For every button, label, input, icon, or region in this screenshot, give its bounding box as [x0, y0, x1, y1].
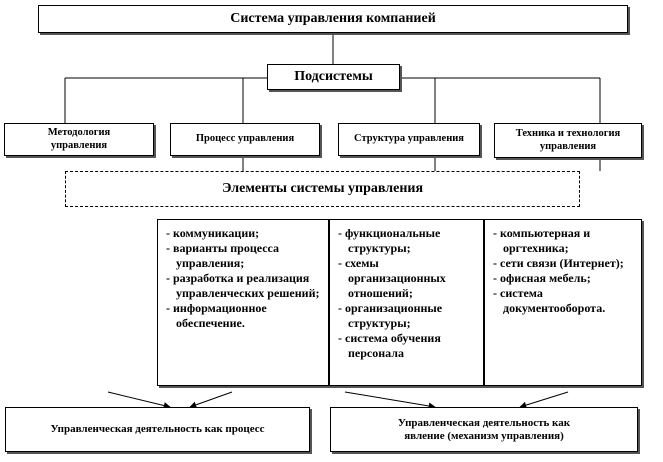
- list-item: - варианты процесса управления;: [166, 241, 280, 270]
- list-item: - информационное обеспечение.: [166, 301, 267, 330]
- company-management-system-title: Система управления компанией: [230, 10, 436, 26]
- subsystems-label: Подсистемы: [294, 68, 373, 84]
- subsystem-technique-label: Техника и технология управления: [515, 128, 621, 152]
- elements-list-structure: - функциональные структуры; - схемы орга…: [338, 226, 477, 361]
- management-elements-box: Элементы системы управления: [65, 171, 580, 207]
- subsystem-structure-box: Структура управления: [338, 123, 480, 156]
- subsystem-technique-box: Техника и технология управления: [494, 123, 642, 158]
- subsystem-methodology-box: Методология управления: [4, 123, 154, 156]
- subsystem-process-label: Процесс управления: [195, 133, 295, 145]
- company-management-system-box: Система управления компанией: [38, 5, 628, 33]
- arrow-to-outcome-process-right: [189, 391, 233, 409]
- management-elements-label: Элементы системы управления: [221, 180, 424, 196]
- list-item: - офисная мебель;: [493, 271, 591, 285]
- subsystems-box: Подсистемы: [267, 64, 400, 90]
- outcome-process-label: Управленческая деятельность как процесс: [50, 423, 265, 436]
- arrow-to-outcome-phenomenon-right: [519, 391, 569, 409]
- elements-column-structure: - функциональные структуры; - схемы орга…: [329, 219, 484, 386]
- list-item: - система документооборота.: [493, 286, 606, 315]
- outcome-phenomenon-box: Управленческая деятельность как явление …: [330, 407, 638, 452]
- list-item: - схемы организационных отношений;: [338, 256, 446, 300]
- elements-list-process: - коммуникации; - варианты процесса упра…: [166, 226, 322, 331]
- list-item: - система обучения персонала: [338, 331, 441, 360]
- list-item: - организационные структуры;: [338, 301, 443, 330]
- list-item: - функциональные структуры;: [338, 226, 441, 255]
- arrow-to-outcome-process-left: [107, 391, 171, 409]
- list-item: - разработка и реализация управленческих…: [166, 271, 320, 300]
- elements-column-technique: - компьютерная и оргтехника; - сети связ…: [484, 219, 642, 386]
- list-item: - коммуникации;: [166, 226, 260, 240]
- subsystem-structure-label: Структура управления: [354, 133, 464, 145]
- list-item: - компьютерная и оргтехника;: [493, 226, 591, 255]
- elements-list-technique: - компьютерная и оргтехника; - сети связ…: [493, 226, 635, 316]
- subsystem-methodology-label: Методология управления: [47, 127, 111, 151]
- arrow-to-outcome-phenomenon-left: [344, 391, 436, 410]
- outcome-phenomenon-label: Управленческая деятельность как явление …: [397, 416, 571, 442]
- list-item: - сети связи (Интернет);: [493, 256, 624, 270]
- subsystem-process-box: Процесс управления: [170, 123, 320, 156]
- elements-column-process: - коммуникации; - варианты процесса упра…: [157, 219, 329, 386]
- outcome-process-box: Управленческая деятельность как процесс: [5, 407, 310, 452]
